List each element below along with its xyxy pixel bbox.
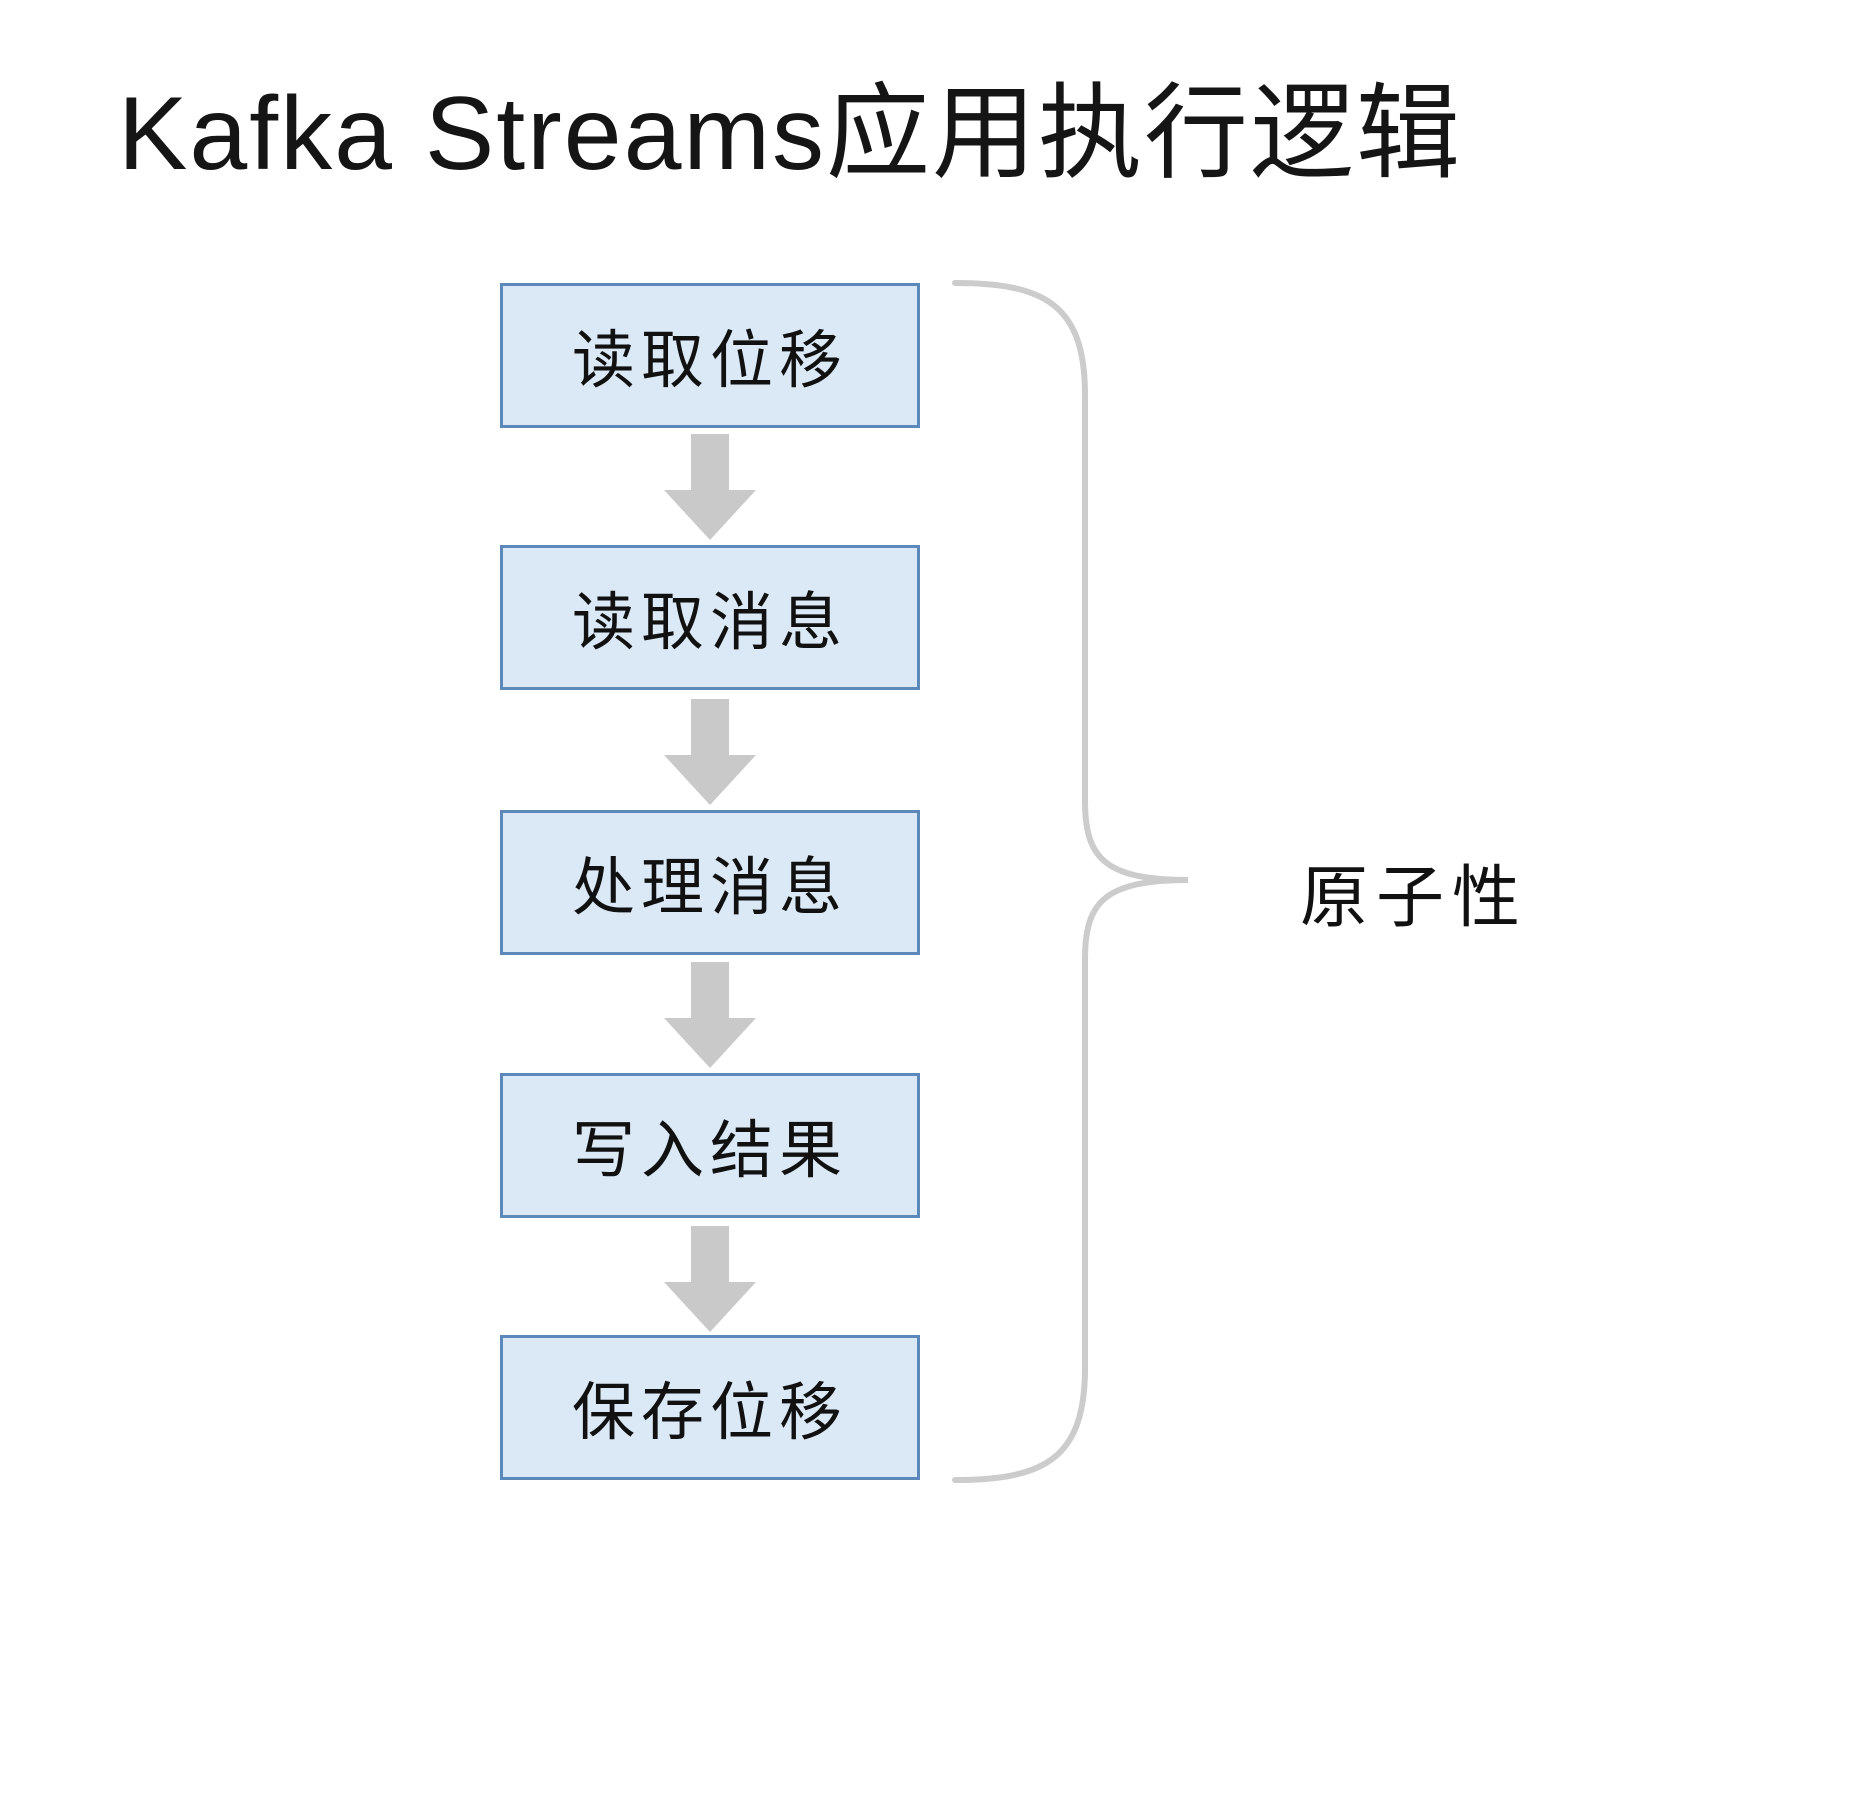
arrow-head [664,1282,756,1332]
flow-step-read-offset: 读取位移 [500,283,920,428]
flow-step-label: 读取消息 [572,588,848,658]
flow-step-save-offset: 保存位移 [500,1335,920,1480]
arrow-down-icon [664,434,756,542]
arrow-shaft [691,434,729,490]
arrow-head [664,490,756,540]
arrow-shaft [691,1226,729,1282]
arrow-head [664,755,756,805]
flow-step-label: 处理消息 [572,853,848,923]
diagram-title: Kafka Streams应用执行逻辑 [118,76,1463,192]
arrow-down-icon [664,699,756,807]
arrow-shaft [691,962,729,1018]
flow-step-process-message: 处理消息 [500,810,920,955]
arrow-shaft [691,699,729,755]
flow-step-label: 保存位移 [572,1378,848,1448]
arrow-head [664,1018,756,1068]
flow-step-label: 读取位移 [572,326,848,396]
arrow-down-icon [664,962,756,1070]
atomicity-label: 原子性 [1300,860,1529,936]
arrow-down-icon [664,1226,756,1334]
flow-step-read-message: 读取消息 [500,545,920,690]
flow-step-write-result: 写入结果 [500,1073,920,1218]
flow-step-label: 写入结果 [572,1116,848,1186]
